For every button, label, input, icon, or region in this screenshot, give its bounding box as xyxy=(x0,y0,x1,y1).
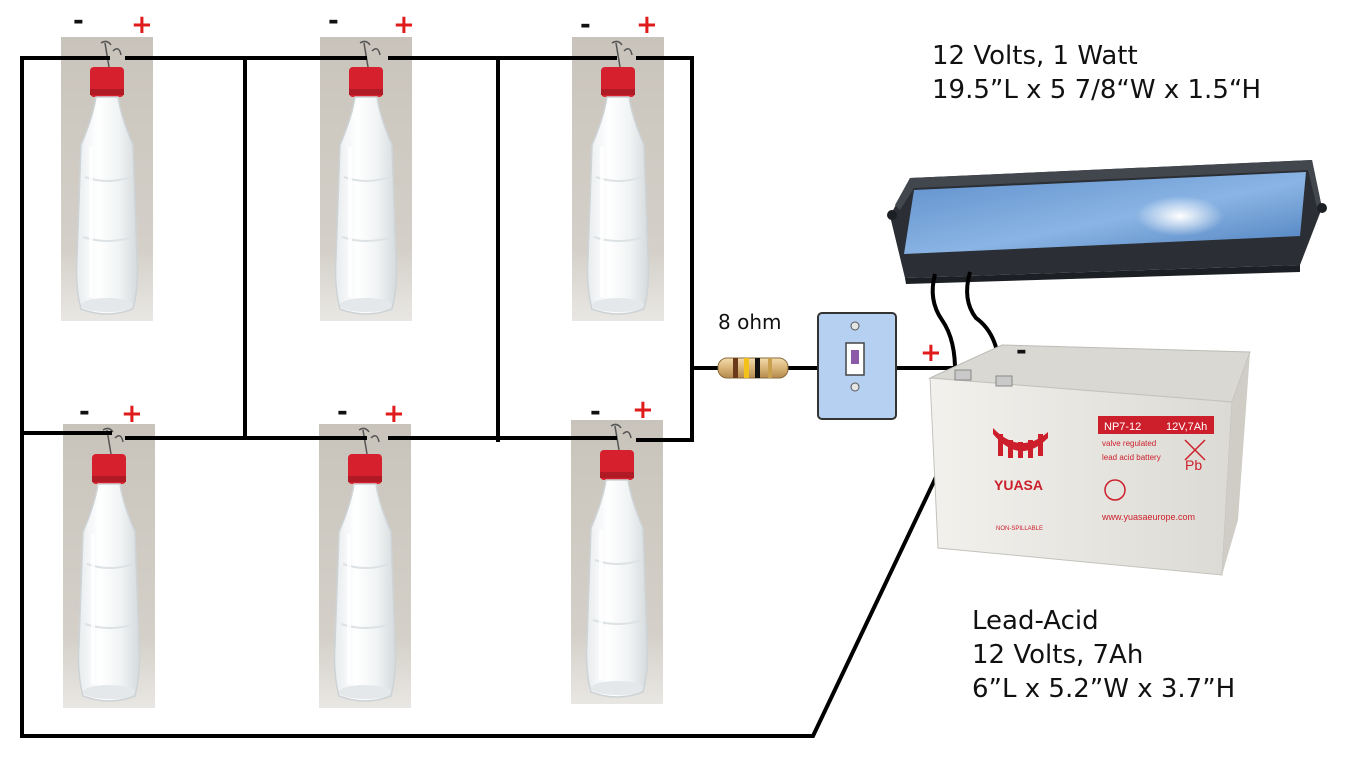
battery-website: www.yuasaeurope.com xyxy=(1101,512,1195,522)
bottle-cell-bottom-1 xyxy=(61,422,157,710)
battery-spec-line-2: 6”L x 5.2”W x 3.7”H xyxy=(972,674,1236,704)
solar-panel-specs: 12 Volts, 1 Watt 19.5”L x 5 7/8“W x 1.5“… xyxy=(932,39,1261,107)
bottle-cell-bottom-2 xyxy=(317,422,413,710)
battery-non-spillable: NON-SPILLABLE xyxy=(996,526,1043,532)
battery-model: NP7-12 xyxy=(1104,421,1141,433)
positive-marker-bottom-1: + xyxy=(121,399,143,429)
positive-marker-bottom-3: + xyxy=(632,395,654,425)
battery-spec-line-1: 12 Volts, 7Ah xyxy=(972,640,1144,670)
negative-marker-bottom-1: - xyxy=(79,397,90,427)
negative-marker-bottom-2: - xyxy=(337,397,348,427)
battery-rating: 12V,7Ah xyxy=(1166,421,1207,433)
solar-spec-line-1: 12 Volts, 1 Watt xyxy=(932,41,1138,71)
bottle-cell-top-1 xyxy=(59,35,155,323)
solar-panel xyxy=(887,160,1327,284)
negative-marker-top-1: - xyxy=(73,6,84,36)
toggle-switch xyxy=(817,312,897,420)
resistor-label: 8 ohm xyxy=(718,310,782,334)
battery-type: Lead-Acid xyxy=(972,606,1099,636)
positive-marker-top-1: + xyxy=(131,10,153,40)
battery-chem: Pb xyxy=(1185,457,1202,473)
battery-desc-2: lead acid battery xyxy=(1102,453,1161,462)
negative-marker-bottom-3: - xyxy=(590,397,601,427)
bottle-cell-bottom-3 xyxy=(569,418,665,706)
positive-marker-top-3: + xyxy=(636,10,658,40)
battery-positive-marker: + xyxy=(920,338,942,368)
solar-spec-line-2: 19.5”L x 5 7/8“W x 1.5“H xyxy=(932,75,1262,105)
negative-marker-top-3: - xyxy=(580,10,591,40)
bottle-cell-top-2 xyxy=(318,35,414,323)
circuit-wires xyxy=(20,56,978,738)
positive-marker-bottom-2: + xyxy=(383,399,405,429)
positive-marker-top-2: + xyxy=(393,10,415,40)
battery-specs: Lead-Acid 12 Volts, 7Ah 6”L x 5.2”W x 3.… xyxy=(972,604,1235,706)
battery-negative-marker: - xyxy=(1016,336,1027,366)
battery-brand: YUASA xyxy=(994,477,1043,493)
negative-marker-top-2: - xyxy=(328,6,339,36)
resistor-8-ohm xyxy=(717,357,789,379)
battery-desc-1: valve regulated xyxy=(1102,439,1156,448)
bottle-cell-top-3 xyxy=(570,35,666,323)
lead-acid-battery: YUASA NP7-12 12V,7Ah valve regulated lea… xyxy=(928,344,1251,576)
